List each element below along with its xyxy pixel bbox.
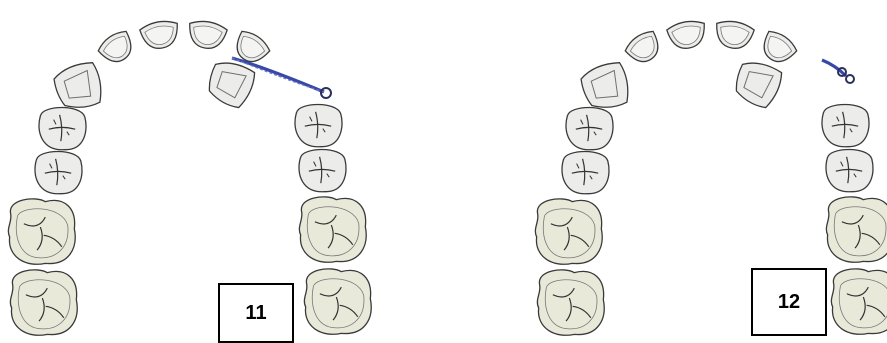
panel-label-11: 11 xyxy=(218,283,294,343)
p12-premolar-left-2 xyxy=(562,151,609,193)
p12-premolar-right-2 xyxy=(826,149,873,191)
dental-arch-panel-11 xyxy=(8,19,371,336)
p12-molar-right-1 xyxy=(826,197,887,262)
p12-orthodontic-wire xyxy=(822,60,854,83)
p11-canine-right xyxy=(205,59,257,110)
p12-incisor-central-right xyxy=(713,19,755,52)
p11-incisor-central-right xyxy=(186,19,228,52)
p11-premolar-left-2 xyxy=(35,151,82,193)
p11-canine-left xyxy=(51,59,108,115)
p12-canine-right xyxy=(732,59,784,110)
dental-arch-panel-12 xyxy=(535,19,887,336)
p12-incisor-central-left xyxy=(666,19,708,52)
panel-label-12: 12 xyxy=(751,268,827,336)
p11-molar-right-1 xyxy=(299,197,366,262)
p11-premolar-left-1 xyxy=(39,107,86,149)
p11-molar-left-2 xyxy=(10,270,77,335)
p11-molar-right-2 xyxy=(304,269,371,334)
p12-wire-loop-2 xyxy=(846,75,854,83)
p11-premolar-right-1 xyxy=(295,104,342,146)
p11-incisor-lateral-left xyxy=(96,27,139,68)
p12-molar-left-2 xyxy=(537,270,604,335)
p12-premolar-right-1 xyxy=(822,104,869,146)
p12-premolar-left-1 xyxy=(566,107,613,149)
p12-incisor-lateral-right xyxy=(757,27,800,68)
p12-molar-left-1 xyxy=(535,199,602,264)
p11-molar-left-1 xyxy=(8,199,75,264)
p12-molar-right-2 xyxy=(831,269,887,334)
p11-incisor-central-left xyxy=(139,19,181,52)
p12-incisor-lateral-left xyxy=(623,27,666,68)
p12-canine-left xyxy=(578,59,635,115)
p11-premolar-right-2 xyxy=(299,149,346,191)
